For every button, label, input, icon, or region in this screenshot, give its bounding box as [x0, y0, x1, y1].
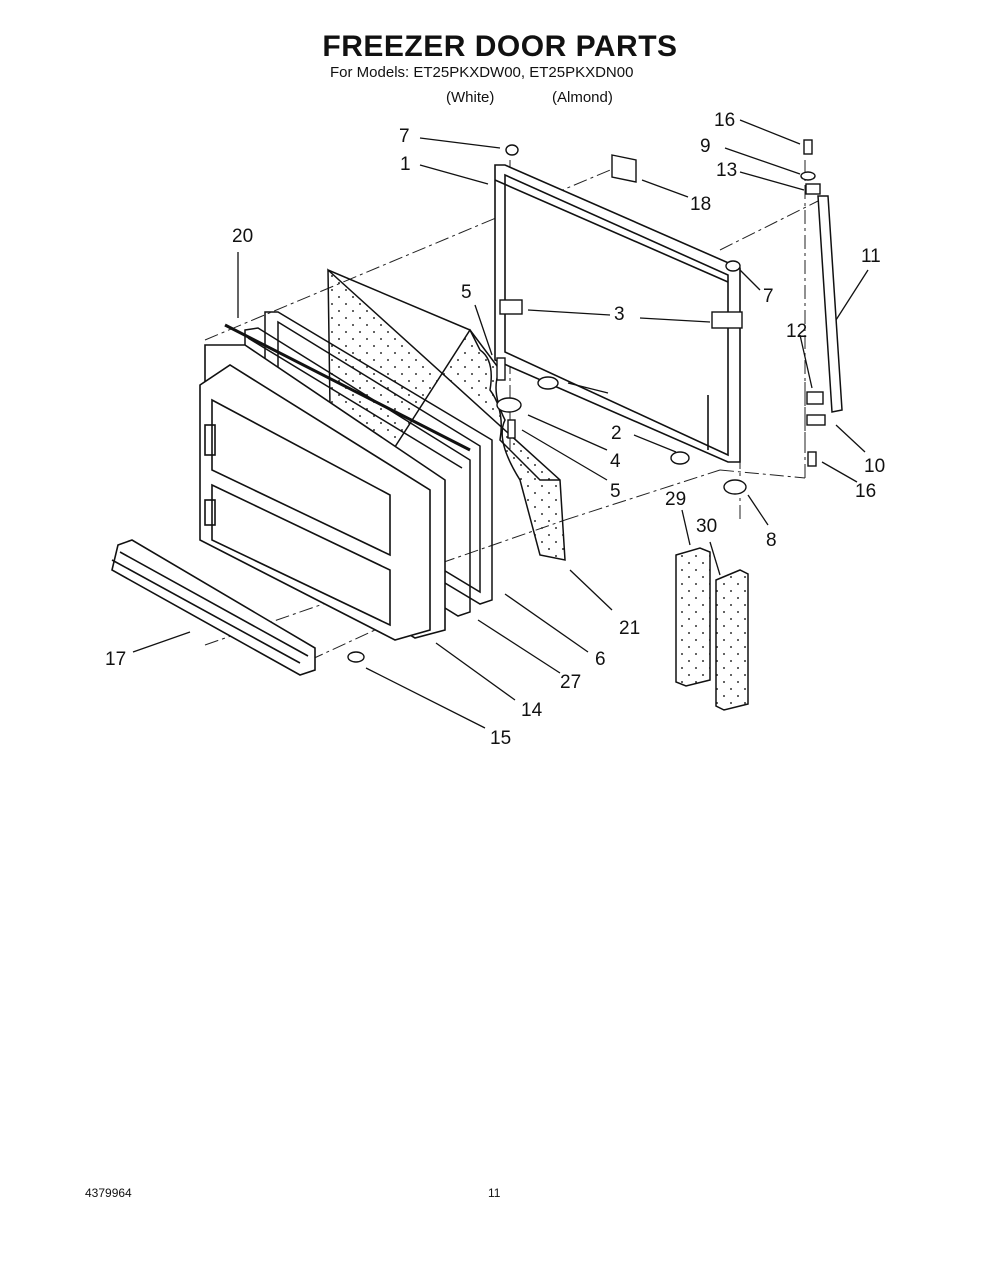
- callout-13: 12: [786, 321, 807, 342]
- callout-4: 4: [610, 451, 621, 472]
- callout-11: 10: [864, 456, 885, 477]
- callout-5-top: 5: [461, 282, 472, 303]
- page-number: 11: [488, 1186, 501, 1200]
- callout-16-bottom: 16: [855, 481, 876, 502]
- callout-3: 3: [614, 304, 625, 325]
- callout-7-bottom: 8: [766, 530, 777, 551]
- inner-door-liner: [199, 344, 446, 641]
- variant-white-label: (White): [446, 89, 495, 106]
- foam-block-30: [715, 569, 749, 711]
- page-title: FREEZER DOOR PARTS: [322, 30, 678, 63]
- callout-8: 6: [595, 649, 606, 670]
- callout-5-bottom: 5: [610, 481, 621, 502]
- bottom-trim-rail: [111, 539, 316, 676]
- hinge-hardware: [347, 139, 826, 663]
- callout-16-top: 16: [714, 110, 735, 131]
- callout-20: 20: [232, 226, 253, 247]
- side-trim-strip: [817, 195, 843, 413]
- model-subtitle: For Models: ET25PKXDW00, ET25PKXDN00: [330, 64, 634, 81]
- callout-27: 27: [560, 672, 581, 693]
- callout-2: 2: [611, 423, 622, 444]
- document-number: 4379964: [85, 1186, 132, 1200]
- callout-1: 1: [400, 154, 411, 175]
- callout-30: 30: [696, 516, 717, 537]
- foam-block-29: [675, 547, 711, 687]
- callout-10: 9: [700, 136, 711, 157]
- variant-almond-label: (Almond): [552, 89, 613, 106]
- callout-6: 7: [399, 126, 410, 147]
- callout-21: 21: [619, 618, 640, 639]
- callout-leaders: [132, 119, 869, 729]
- callout-29: 29: [665, 489, 686, 510]
- callout-labels: 7 1 16 9 13 18 20 11 7 5 3 12 2 4 10 5 1…: [105, 110, 885, 749]
- callout-15: 14: [521, 700, 543, 721]
- callout-9: 15: [490, 728, 511, 749]
- callout-7-top: 7: [763, 286, 774, 307]
- callout-12: 11: [861, 246, 881, 267]
- callout-14: 13: [716, 160, 737, 181]
- callout-18: 18: [690, 194, 711, 215]
- door-outer-frame: [494, 164, 741, 463]
- tape-pad: [611, 154, 637, 183]
- callout-17: 17: [105, 649, 126, 670]
- trim-strip: [224, 323, 471, 452]
